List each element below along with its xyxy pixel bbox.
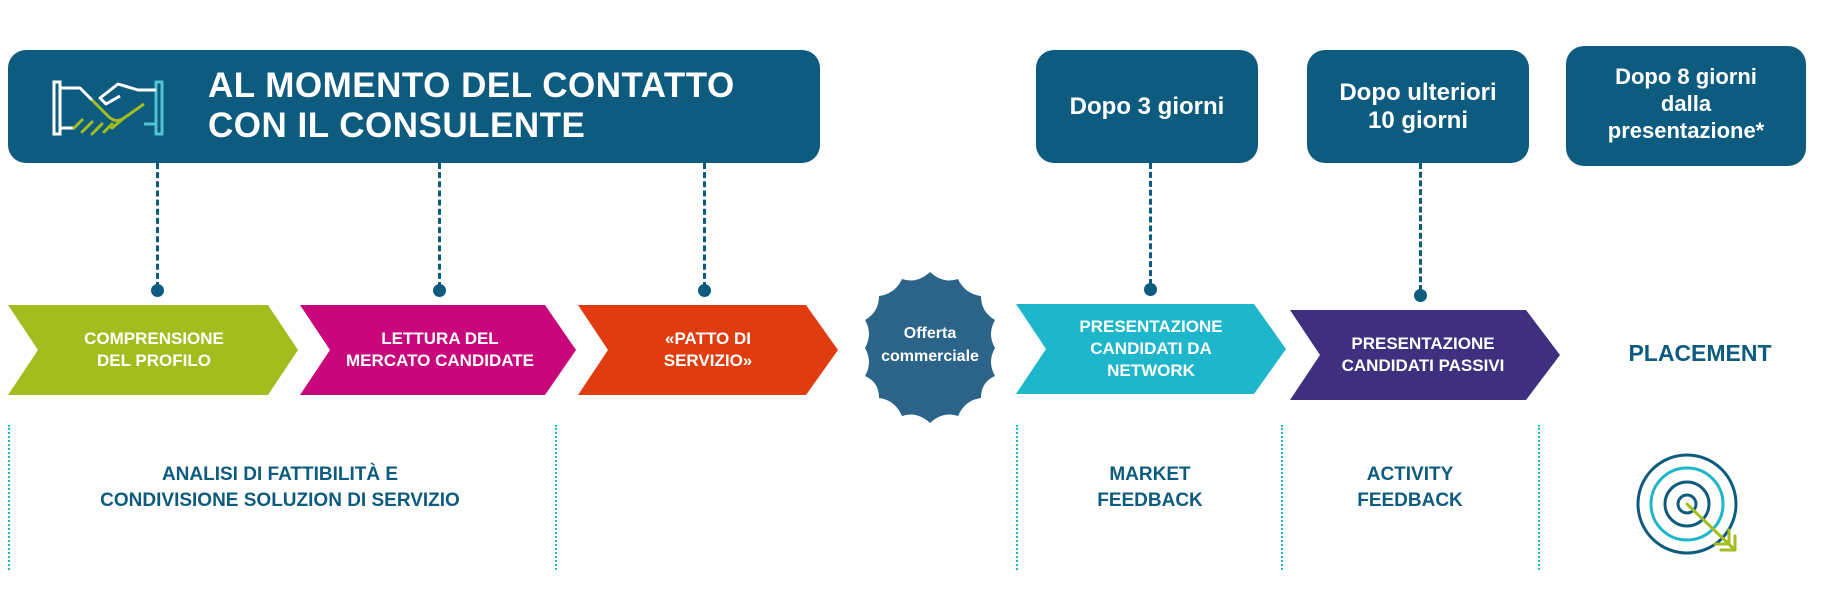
connector-line-5 [1419,163,1422,291]
step-label-comprensione: COMPRENSIONE DEL PROFILO [40,305,268,395]
connector-line-2 [438,163,441,288]
after-3-days-box: Dopo 3 giorni [1036,50,1258,163]
connector-dot-1 [151,284,164,297]
connector-dot-3 [698,284,711,297]
step-5-line-2: CANDIDATI DA [1090,339,1212,358]
step-3-line-2: SERVIZIO» [663,351,753,370]
after-8-days-line-1: Dopo 8 giorni [1615,63,1757,89]
separator-1 [8,425,10,570]
step-arrow-network [1016,304,1286,394]
analisi-line-2: CONDIVISIONE SOLUZION DI SERVIZIO [100,490,460,511]
after-8-days-line-2: dalla [1660,90,1712,116]
market-line-2: FEEDBACK [1097,490,1203,511]
analisi-line-1: ANALISI DI FATTIBILITÀ E [161,464,399,485]
step-arrow-patto [578,305,838,395]
step-label-passivi: PRESENTAZIONE CANDIDATI PASSIVI [1318,310,1528,400]
step-arrow-passivi [1290,310,1560,400]
step-6-line-1: PRESENTAZIONE [1351,334,1495,353]
contact-header-box: AL MOMENTO DEL CONTATTO CON IL CONSULENT… [8,50,820,163]
analisi-text: ANALISI DI FATTIBILITÀ E CONDIVISIONE SO… [40,462,520,514]
separator-4 [1281,425,1283,570]
step-label-lettura: LETTURA DEL MERCATO CANDIDATE [330,305,550,395]
step-label-network: PRESENTAZIONE CANDIDATI DA NETWORK [1046,304,1256,394]
connector-dot-5 [1414,289,1427,302]
step-5-line-3: NETWORK [1107,361,1195,380]
step-label-patto: «PATTO DI SERVIZIO» [608,305,808,395]
process-arrows [8,304,1560,400]
step-2-line-1: LETTURA DEL [381,329,499,348]
step-5-line-1: PRESENTAZIONE [1079,317,1223,336]
after-8-days-line-3: presentazione* [1607,117,1765,143]
activity-feedback-text: ACTIVITY FEEDBACK [1310,462,1510,514]
after-10-days-line-1: Dopo ulteriori [1339,78,1497,106]
offerta-label: Offerta commerciale [855,322,1005,368]
step-1-line-1: COMPRENSIONE [84,329,224,348]
main-title: AL MOMENTO DEL CONTATTO CON IL CONSULENT… [208,66,735,146]
after-3-days-label: Dopo 3 giorni [1069,92,1225,120]
after-10-days-line-2: 10 giorni [1367,106,1468,134]
offerta-line-1: Offerta [903,325,957,342]
placement-label: PLACEMENT [1628,340,1772,366]
connector-dot-4 [1144,283,1157,296]
after-10-days-box: Dopo ulteriori 10 giorni [1307,50,1529,163]
market-feedback-text: MARKET FEEDBACK [1050,462,1250,514]
activity-line-2: FEEDBACK [1357,490,1463,511]
step-1-line-2: DEL PROFILO [97,351,211,370]
separator-2 [555,425,557,570]
main-title-line-1: AL MOMENTO DEL CONTATTO [208,66,735,105]
after-8-days-box: Dopo 8 giorni dalla presentazione* [1566,46,1806,166]
separator-3 [1016,425,1018,570]
offerta-badge [865,272,995,423]
offerta-line-2: commerciale [881,348,979,365]
step-arrow-comprensione [8,305,298,395]
market-line-1: MARKET [1109,464,1191,485]
connector-line-1 [156,163,159,288]
step-6-line-2: CANDIDATI PASSIVI [1341,356,1505,375]
step-3-line-1: «PATTO DI [665,329,751,348]
activity-line-1: ACTIVITY [1366,464,1454,485]
connector-line-4 [1149,163,1152,285]
main-title-line-2: CON IL CONSULENTE [208,106,586,145]
handshake-icon [52,80,164,136]
step-2-line-2: MERCATO CANDIDATE [346,351,534,370]
connector-line-3 [703,163,706,288]
target-arrow-icon [1636,453,1738,555]
connector-dot-2 [433,284,446,297]
separator-5 [1538,425,1540,570]
step-arrow-lettura [300,305,576,395]
